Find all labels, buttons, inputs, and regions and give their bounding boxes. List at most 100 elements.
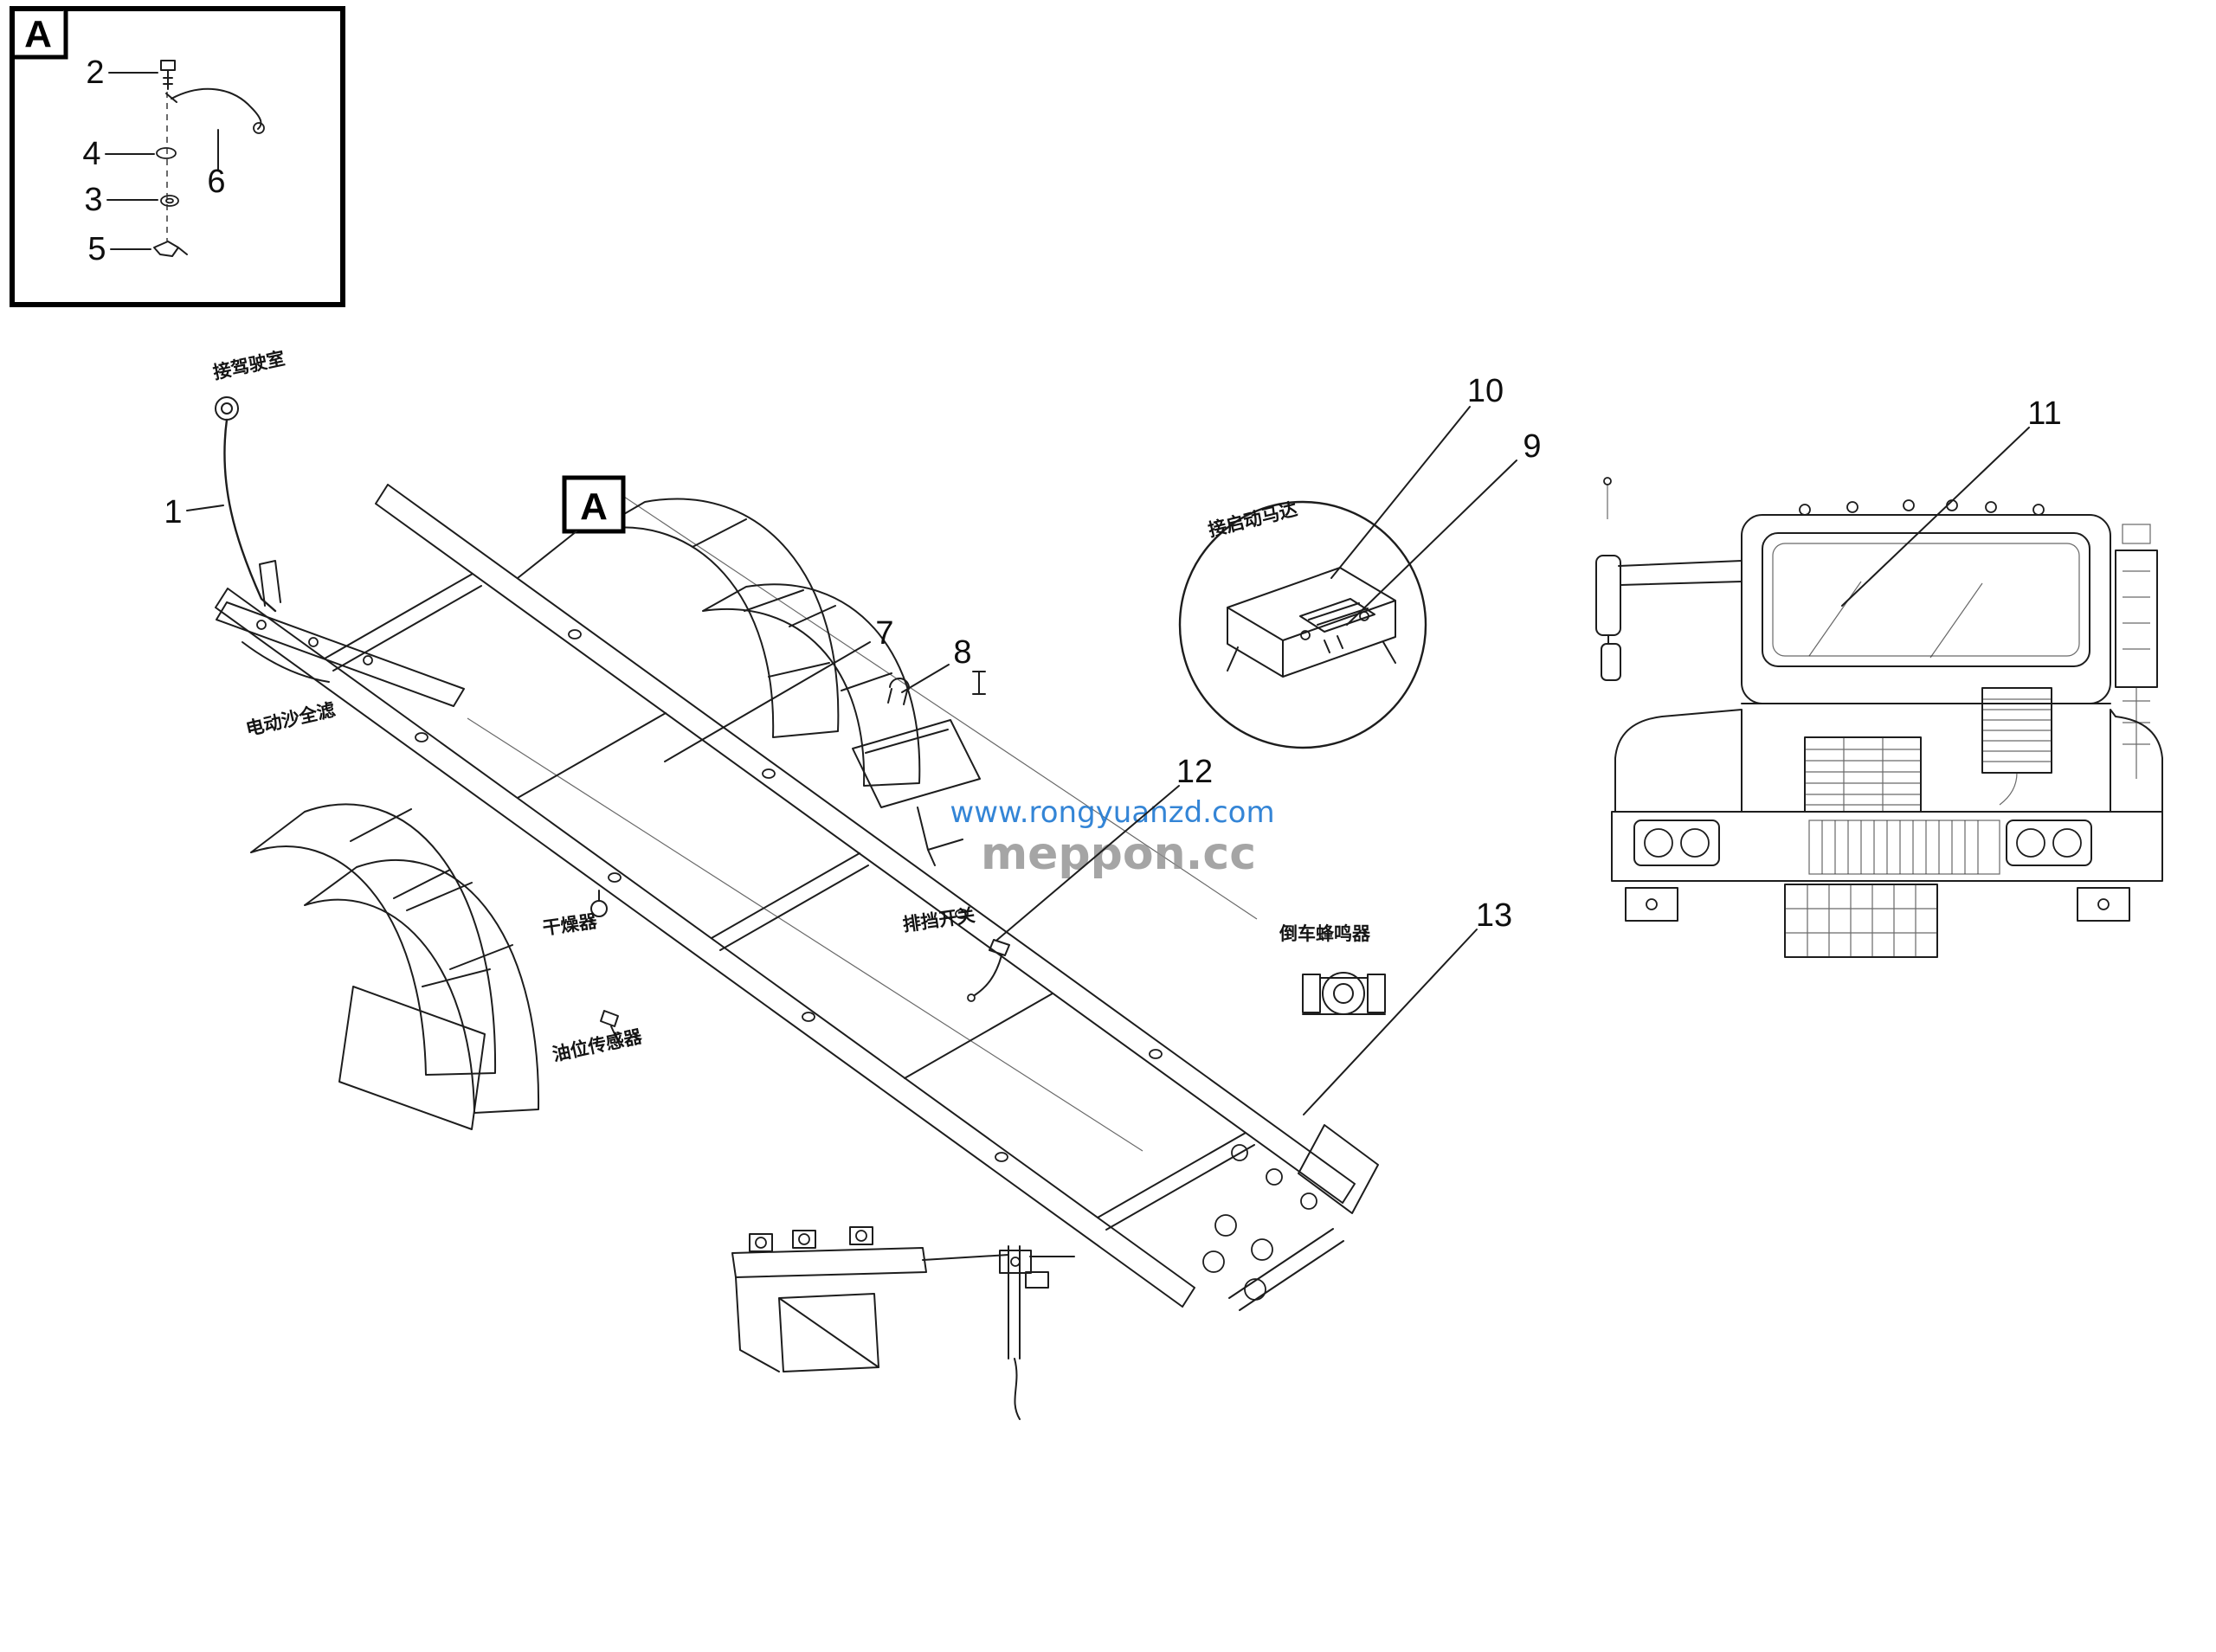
- section-a-letter: A: [580, 485, 608, 528]
- bolt-tabs: [749, 1226, 873, 1252]
- callout-9: 9: [1523, 428, 1541, 465]
- front-body-sides: [1614, 703, 2163, 813]
- bolt-part: [160, 60, 176, 90]
- label-oil-level-sensor: 油位传感器: [551, 1025, 645, 1065]
- bumper-grid-lines: [1821, 820, 1979, 874]
- hole: [1266, 1168, 1283, 1186]
- washer-part: [156, 147, 177, 159]
- label-reverse-buzzer: 倒车蜂鸣器: [1279, 923, 1371, 944]
- tow-box-left: [1625, 887, 1678, 922]
- grille-block: [1804, 736, 1922, 813]
- starter-inset: 接启动马达: [1178, 498, 1427, 749]
- section-a-box: [562, 475, 626, 534]
- tow-hook: [1202, 1250, 1225, 1273]
- label-to-cab: 接驾驶室: [211, 348, 287, 383]
- callout-1: 1: [164, 494, 182, 530]
- label-dryer: 干燥器: [541, 910, 599, 939]
- hole: [415, 732, 428, 742]
- mirror-arm: [1607, 560, 1743, 645]
- antenna-tip: [1603, 477, 1612, 485]
- headlight-left: [1633, 820, 1720, 866]
- frame-rail-far: [215, 588, 1195, 1308]
- rear-end-plate: [1228, 1124, 1379, 1311]
- hole: [256, 620, 267, 630]
- gear-switch-wire-end: [967, 993, 976, 1002]
- hole: [762, 768, 776, 779]
- tow-pin: [2097, 898, 2110, 910]
- leader-13: [1303, 929, 1478, 1115]
- tow-box-right: [2077, 887, 2130, 922]
- clip-and-pin-parts: [887, 671, 986, 705]
- inset-border: [10, 6, 345, 307]
- cab-connector: [215, 396, 239, 421]
- front-steps: [1784, 884, 1938, 958]
- leader-10: [1330, 406, 1471, 579]
- headlamp: [1680, 828, 1710, 858]
- hole: [1251, 1238, 1273, 1261]
- label-electric-sand-filter: 电动沙全滤: [244, 699, 338, 740]
- lock-washer-part: [160, 195, 179, 207]
- hole: [1214, 1214, 1237, 1237]
- fender-left-2: [304, 858, 540, 1114]
- roof-lamp: [1799, 504, 1811, 516]
- headlamp: [1644, 828, 1673, 858]
- inset-detail-a: A 2 4 3 5 6: [10, 6, 345, 307]
- inset-leader-lines: [105, 72, 219, 250]
- bellows-ribs: [1982, 698, 2052, 806]
- label-to-starter-motor: 接启动马达: [1206, 498, 1299, 541]
- truck-front-view: [1595, 477, 2163, 958]
- grille-slats: [1805, 737, 1921, 812]
- inset-corner-box: [12, 9, 68, 60]
- callout-8: 8: [953, 634, 971, 671]
- starter-relay-block: [1227, 598, 1396, 672]
- spot-mirror: [1601, 643, 1621, 681]
- side-panel-cap: [2122, 524, 2151, 544]
- gear-switch-part: [974, 939, 1010, 996]
- roof-lamp: [1903, 499, 1915, 511]
- front-axle-module: [216, 560, 465, 707]
- reverse-buzzer-center: [1333, 983, 1354, 1004]
- post-hole: [1010, 1257, 1021, 1267]
- hole: [363, 655, 373, 665]
- leader-1: [186, 505, 224, 511]
- right-post-and-cable: [999, 1245, 1049, 1420]
- hole: [1231, 1144, 1248, 1161]
- windshield-outer: [1762, 532, 2090, 667]
- junction-box: [852, 719, 981, 866]
- hole: [1300, 1192, 1317, 1210]
- reverse-buzzer-part: [1322, 972, 1365, 1015]
- hole: [568, 629, 582, 640]
- bumper-grid: [1808, 820, 2000, 875]
- headlamp: [2016, 828, 2045, 858]
- cross-members: [324, 573, 1255, 1231]
- inset-corner-letter: A: [24, 13, 52, 55]
- callout-11: 11: [2027, 395, 2061, 432]
- watermark-url: www.rongyuanzd.com: [950, 795, 1274, 830]
- hole: [608, 872, 622, 883]
- roof-lamp: [2032, 504, 2045, 516]
- hole: [1149, 1049, 1163, 1059]
- bolt-hole: [755, 1237, 767, 1249]
- headlight-right: [2006, 820, 2092, 866]
- mirror-housing: [1595, 555, 1621, 636]
- starter-inset-circle: [1178, 500, 1427, 749]
- callout-2: 2: [86, 55, 104, 91]
- bolt-hole: [798, 1233, 810, 1245]
- watermark-brand: meppon.cc: [981, 828, 1256, 880]
- hole: [955, 909, 969, 919]
- bottom-bracket-detail: [731, 1226, 1075, 1420]
- hole: [308, 637, 319, 647]
- bracket-body: [735, 1276, 879, 1372]
- cab-connector-pin: [221, 402, 233, 415]
- cab-harness-cable: [223, 418, 277, 613]
- elbow-fitting-part: [153, 241, 188, 257]
- bracket-top-band: [731, 1247, 1075, 1278]
- bumper: [1611, 811, 2163, 882]
- callout-4: 4: [82, 136, 100, 172]
- fender-left-1: [250, 803, 497, 1076]
- leader-a: [517, 530, 577, 579]
- starter-terminal: [1359, 611, 1369, 621]
- headlamp: [2052, 828, 2082, 858]
- callout-13: 13: [1476, 897, 1512, 934]
- callout-3: 3: [84, 182, 102, 218]
